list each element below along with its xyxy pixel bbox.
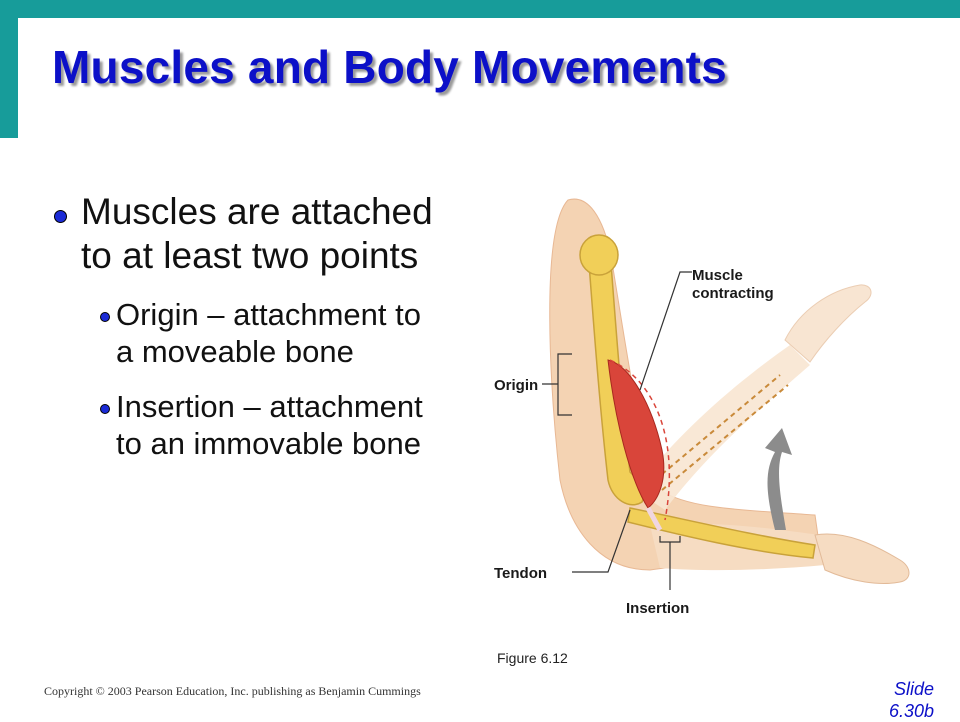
insertion-bracket [659, 536, 681, 590]
hand-resting [814, 533, 910, 584]
origin-bracket [542, 353, 572, 416]
bullet-dot-icon [100, 312, 110, 322]
flexion-arrow-icon [765, 428, 792, 530]
arm-muscle-figure: Muscle contracting Origin Tendon Inserti… [494, 198, 910, 617]
biceps-muscle [607, 359, 665, 509]
bullet-dot-icon [54, 210, 67, 223]
sub-bullet-insertion-text: Insertion – attachment to an immovable b… [116, 389, 423, 461]
bullet-dot-icon [100, 404, 110, 414]
copyright-text: Copyright © 2003 Pearson Education, Inc.… [44, 684, 421, 698]
tendon [645, 506, 663, 532]
slide-label: Slide [893, 679, 934, 699]
label-origin: Origin [494, 377, 538, 394]
sub-bullet-origin: Origin – attachment to a moveable bone [100, 296, 448, 370]
hand-raised-faded [784, 284, 872, 363]
sub-bullet-list: Origin – attachment to a moveable bone I… [100, 296, 448, 462]
slide-number: Slide 6.30b [844, 678, 934, 722]
raised-bone-dashed [654, 374, 789, 491]
figure-caption: Figure 6.12 [497, 650, 568, 666]
leader-muscle-contracting [639, 271, 692, 391]
sub-bullet-origin-text: Origin – attachment to a moveable bone [116, 297, 421, 369]
slide-title: Muscles and Body Movements [52, 41, 727, 93]
label-muscle-line2: contracting [692, 285, 774, 302]
bullet-list: Muscles are attached to at least two poi… [48, 190, 448, 480]
muscle-contour-dashed [609, 359, 671, 521]
top-accent-bar [0, 0, 960, 18]
label-muscle-line1: Muscle [692, 267, 743, 284]
forearm-bone [627, 507, 816, 559]
bullet-main-text: Muscles are attached to at least two poi… [81, 191, 433, 276]
sub-bullet-insertion: Insertion – attachment to an immovable b… [100, 388, 448, 462]
bullet-main: Muscles are attached to at least two poi… [48, 190, 448, 278]
label-tendon: Tendon [494, 565, 547, 582]
label-insertion: Insertion [626, 600, 689, 617]
humerus-head [579, 234, 619, 276]
slide-number-value: 6.30b [888, 701, 934, 721]
left-accent-bar [0, 0, 18, 138]
leader-tendon [572, 509, 631, 573]
